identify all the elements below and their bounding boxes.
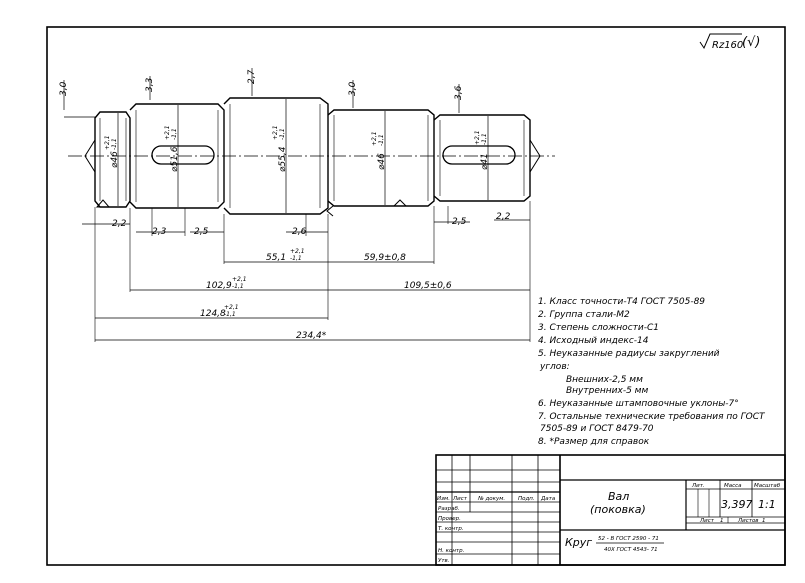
dim-len-234-4: 234,4*: [296, 331, 327, 341]
tb-izm: Изм.: [437, 496, 450, 502]
tb-utv: Утв.: [438, 558, 450, 564]
note-6: 6. Неуказанные штамповочные уклоны-7°: [538, 399, 739, 409]
svg-text:+2,1: +2,1: [371, 131, 378, 146]
tb-tkontr: Т. контр.: [438, 526, 464, 532]
svg-text:-1,1: -1,1: [224, 311, 236, 318]
roughness-symbol: Rz160 (√): [699, 33, 760, 51]
tb-nkontr: Н. контр.: [438, 548, 465, 554]
note-4: 4. Исходный индекс-14: [538, 336, 649, 346]
tb-mass-value: 3,397: [721, 498, 753, 511]
dim-step-3-6: 3,6: [454, 85, 464, 100]
dim-dia-4: ⌀46: [377, 153, 387, 170]
dim-step-3-0-b: 3,0: [348, 81, 358, 96]
svg-text:-1,1: -1,1: [290, 255, 302, 262]
note-3: 3. Степень сложности-С1: [538, 323, 659, 333]
tb-sheets-label: Листов: [737, 518, 759, 524]
dim-dia-2: ⌀51,6: [170, 146, 180, 172]
tb-col-lit: Лит.: [691, 483, 705, 489]
tb-date: Дата: [540, 496, 556, 502]
note-1: 1. Класс точности-Т4 ГОСТ 7505-89: [538, 297, 705, 307]
dim-len-102-9: 102,9: [206, 281, 232, 291]
roughness-suffix: (√): [742, 35, 760, 50]
tb-sign: Подп.: [518, 496, 535, 502]
dim-dia-5: ⌀41: [480, 153, 490, 170]
dim-len-109-5: 109,5±0,6: [404, 281, 452, 291]
svg-text:+2,1: +2,1: [164, 125, 171, 140]
dim-len-124-8: 124,8: [200, 309, 226, 319]
note-8: 8. *Размер для справок: [538, 437, 650, 447]
dim-len-2-2-right: 2,2: [496, 212, 511, 222]
svg-text:+2,1: +2,1: [232, 276, 247, 283]
shaft-outline: [84, 97, 541, 215]
svg-text:-1,1: -1,1: [481, 133, 488, 145]
dim-len-2-5-right: 2,5: [452, 217, 467, 227]
tb-sheets-value: 1: [762, 518, 766, 524]
tb-prov: Провер.: [438, 516, 461, 522]
technical-notes: 1. Класс точности-Т4 ГОСТ 7505-89 2. Гру…: [538, 297, 766, 447]
tb-col-mass: Масса: [724, 483, 742, 489]
material-line-1: 52 - В ГОСТ 2590 - 71: [598, 536, 659, 542]
dim-len-2-5-left: 2,5: [194, 227, 209, 237]
note-7: 7. Остальные технические требования по Г…: [538, 412, 766, 422]
part-type: (поковка): [590, 503, 646, 516]
tb-sheet-value: 1: [720, 518, 724, 524]
dim-len-59-9: 59,9±0,8: [364, 253, 406, 263]
note-2: 2. Группа стали-М2: [538, 310, 630, 320]
dim-len-55-1: 55,1: [266, 253, 286, 263]
tb-list: Лист: [452, 496, 468, 502]
tb-scale-value: 1:1: [758, 498, 776, 511]
material-line-2: 40Х ГОСТ 4543- 71: [604, 547, 658, 553]
keyway-right: [442, 145, 516, 165]
svg-text:+2,1: +2,1: [290, 248, 305, 255]
note-5-outer: Внешних-2,5 мм: [566, 375, 643, 385]
svg-text:+2,1: +2,1: [272, 125, 279, 140]
keyway-left: [151, 145, 215, 165]
dim-len-2-6: 2,6: [292, 227, 307, 237]
drawing-frame: [46, 26, 786, 566]
svg-text:-1,1: -1,1: [378, 134, 385, 146]
dim-dia-1: ⌀46: [110, 151, 120, 168]
part-name: Вал: [608, 490, 629, 503]
note-5-inner: Внутренних-5 мм: [566, 386, 648, 396]
parting-marks: [95, 199, 407, 217]
dim-dia-3: ⌀55,4: [278, 146, 288, 172]
svg-text:-1,1: -1,1: [232, 283, 244, 290]
length-dim-lines: [82, 219, 530, 341]
note-5: 5. Неуказанные радиусы закруглений: [538, 349, 720, 359]
tb-col-scale: Масштаб: [754, 483, 781, 489]
note-5-cont: углов:: [539, 362, 570, 372]
note-7-cont: 7505-89 и ГОСТ 8479-70: [540, 424, 654, 434]
tb-sheet-label: Лист: [699, 518, 715, 524]
dim-dia-1-tol: +2,1: [104, 135, 111, 150]
svg-text:+2,1: +2,1: [474, 130, 481, 145]
svg-text:-1,1: -1,1: [279, 128, 286, 140]
svg-text:-1,1: -1,1: [171, 128, 178, 140]
tb-doc: № докум.: [477, 496, 505, 502]
dim-len-2-2-left: 2,2: [112, 219, 127, 229]
dim-len-2-3: 2,3: [152, 227, 167, 237]
step-dim-lines: [63, 68, 460, 118]
dim-step-2-7: 2,7: [247, 69, 257, 84]
diameter-dim-lines: [117, 99, 489, 213]
dim-step-3-3: 3,3: [145, 77, 155, 92]
tb-razrab: Разраб.: [438, 506, 460, 512]
roughness-value: Rz160: [712, 40, 743, 51]
dim-step-3-0-a: 3,0: [59, 81, 69, 96]
title-block: [435, 454, 786, 566]
svg-text:+2,1: +2,1: [224, 304, 239, 311]
dim-dia-1-tol-b: -1,1: [111, 138, 118, 150]
material-prefix: Круг: [565, 536, 592, 549]
